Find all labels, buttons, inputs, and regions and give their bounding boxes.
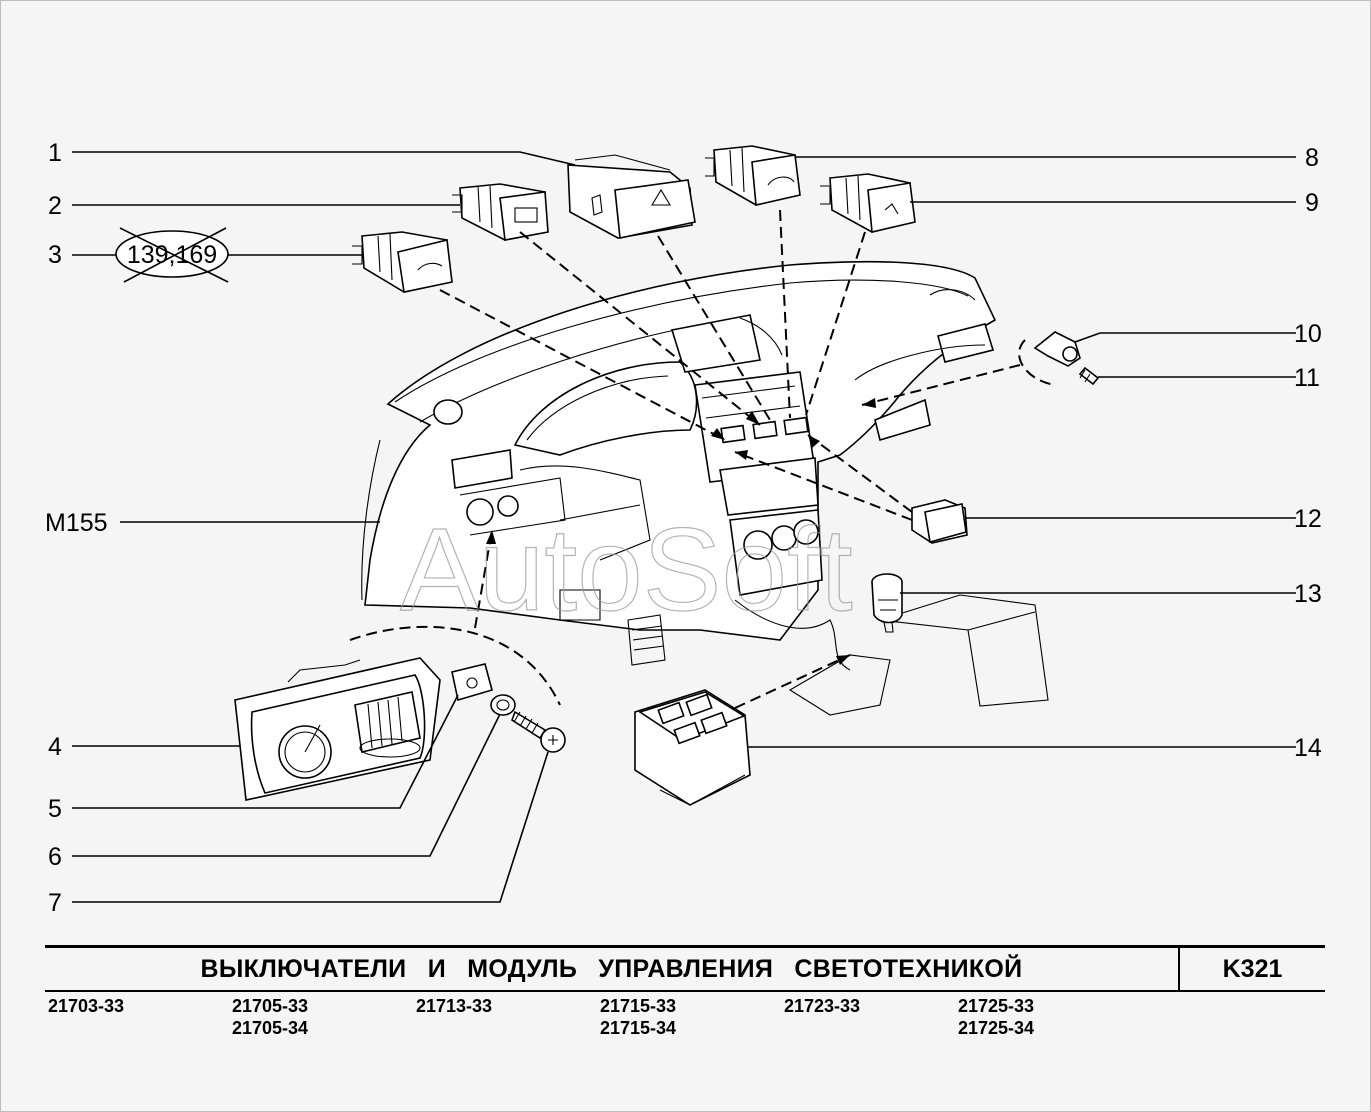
model-code: 21715-34 [600, 1018, 677, 1038]
model-group-3: 21713-33 [416, 995, 492, 1017]
part-3-windshield-heater-switch [352, 231, 453, 293]
callout-4: 4 [48, 733, 62, 761]
leader-lines [72, 151, 1296, 903]
callout-9: 9 [1305, 189, 1319, 217]
page-title: ВЫКЛЮЧАТЕЛИ И МОДУЛЬ УПРАВЛЕНИЯ СВЕТОТЕХ… [200, 955, 1023, 983]
callout-11: 11 [1294, 364, 1320, 392]
part-4-light-control-module [234, 657, 441, 801]
part-14-seat-heater-switch-block [634, 689, 751, 806]
title-separator [1178, 945, 1180, 991]
model-group-1: 21703-33 [48, 995, 124, 1017]
model-group-5: 21723-33 [784, 995, 860, 1017]
part-12-switch [911, 499, 968, 544]
callout-numbers: 1 2 3 M155 4 5 6 7 8 9 10 11 12 13 14 [45, 139, 1322, 917]
part-5-lever [451, 663, 493, 702]
part-9-fog-light-switch [820, 173, 916, 233]
part-11-screw [1078, 366, 1100, 386]
callout-2: 2 [48, 192, 62, 220]
model-code: 21713-33 [416, 996, 493, 1016]
part-6-clip [490, 694, 516, 716]
part-2-rear-defrost-switch [452, 183, 549, 241]
crossed-out-text: 139,169 [127, 241, 217, 269]
model-code: 21703-33 [48, 996, 125, 1016]
model-code: 21705-33 [232, 996, 309, 1016]
callout-6: 6 [48, 843, 62, 871]
watermark-text: AutoSoft [400, 504, 853, 636]
model-code: 21725-33 [958, 996, 1035, 1016]
model-group-6: 21725-33 21725-34 [958, 995, 1034, 1039]
callout-1: 1 [48, 139, 62, 167]
part-7-screw [511, 710, 566, 753]
callout-5: 5 [48, 795, 62, 823]
assembly-arrows [349, 209, 1056, 709]
model-code: 21715-33 [600, 996, 677, 1016]
title-top-rule [45, 945, 1325, 948]
callout-7: 7 [48, 889, 62, 917]
callout-3: 3 [48, 241, 62, 269]
callout-14: 14 [1294, 734, 1322, 762]
part-10-bracket [1033, 331, 1081, 367]
model-code: 21705-34 [232, 1018, 309, 1038]
part-13-ignition-lock [871, 573, 903, 633]
title-bottom-rule [45, 990, 1325, 992]
callout-assembly: M155 [45, 509, 108, 537]
model-group-2: 21705-33 21705-34 [232, 995, 308, 1039]
callout-12: 12 [1294, 505, 1322, 533]
callout-8: 8 [1305, 144, 1319, 172]
model-code: 21723-33 [784, 996, 861, 1016]
model-group-4: 21715-33 21715-34 [600, 995, 676, 1039]
dashboard-drawing [361, 260, 1049, 716]
part-1-hazard-switch [567, 154, 696, 239]
part-8-hood-switch [705, 145, 801, 206]
model-code: 21725-34 [958, 1018, 1035, 1038]
callout-10: 10 [1294, 320, 1322, 348]
crossed-out-note: 139,169 [115, 227, 229, 283]
callout-13: 13 [1294, 580, 1322, 608]
page-code: K321 [1222, 955, 1283, 983]
